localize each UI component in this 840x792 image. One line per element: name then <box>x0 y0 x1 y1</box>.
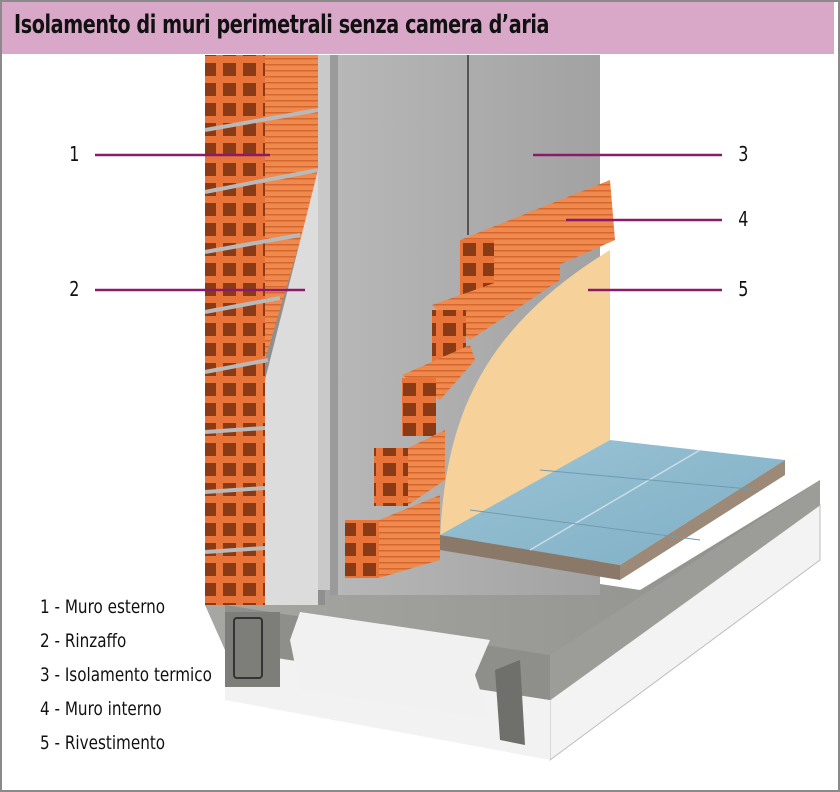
legend-item-4: 4 - Muro interno <box>40 698 162 720</box>
floor-tiles <box>440 440 785 580</box>
outer-brick-wall <box>204 55 319 605</box>
legend-item-3: 3 - Isolamento termico <box>40 664 212 686</box>
render-layer <box>265 170 318 605</box>
legend-item-5: 5 - Rivestimento <box>40 732 166 754</box>
inner-brick-wall <box>345 180 615 578</box>
cladding-finish <box>440 250 610 540</box>
callout-number-3: 3 <box>738 142 749 166</box>
callout-number-5: 5 <box>738 277 749 301</box>
title-bar: Isolamento di muri perimetrali senza cam… <box>2 2 834 54</box>
legend-item-2: 2 - Rinzaffo <box>40 630 127 652</box>
legend-item-1: 1 - Muro esterno <box>40 596 166 618</box>
panel-edge-trim <box>318 55 330 590</box>
callout-number-1: 1 <box>69 142 80 166</box>
legend: 1 - Muro esterno 2 - Rinzaffo 3 - Isolam… <box>40 590 255 760</box>
callout-number-4: 4 <box>738 207 749 231</box>
callout-lines <box>95 153 722 292</box>
callout-number-2: 2 <box>69 277 80 301</box>
diagram-title: Isolamento di muri perimetrali senza cam… <box>14 10 550 40</box>
